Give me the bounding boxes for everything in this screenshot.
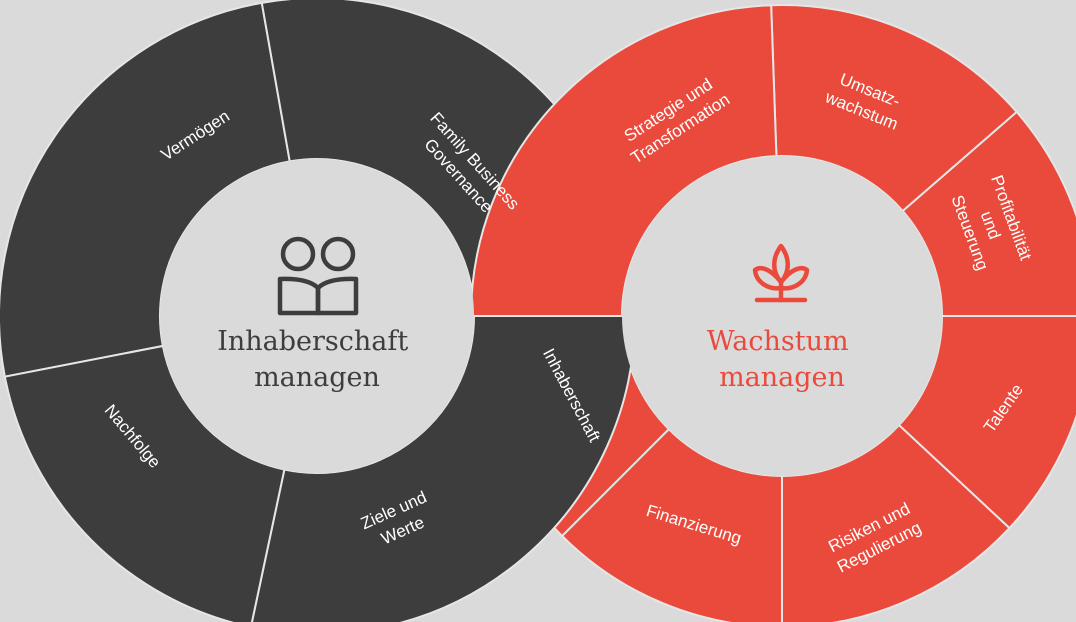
- ownership-center-label-line: managen: [254, 362, 380, 393]
- sprout-plant-icon: [752, 243, 810, 303]
- growth-center-label-line: Wachstum: [707, 326, 849, 357]
- growth-hub: [622, 156, 942, 476]
- ownership-center-label-line: Inhaberschaft: [217, 326, 408, 357]
- growth-center-label: Wachstum managen: [707, 326, 857, 393]
- ownership-center-label: Inhaberschaft managen: [217, 326, 417, 393]
- two-people-book-icon: [277, 236, 359, 316]
- ownership-hub: [160, 159, 474, 473]
- growth-center-label-line: managen: [719, 362, 845, 393]
